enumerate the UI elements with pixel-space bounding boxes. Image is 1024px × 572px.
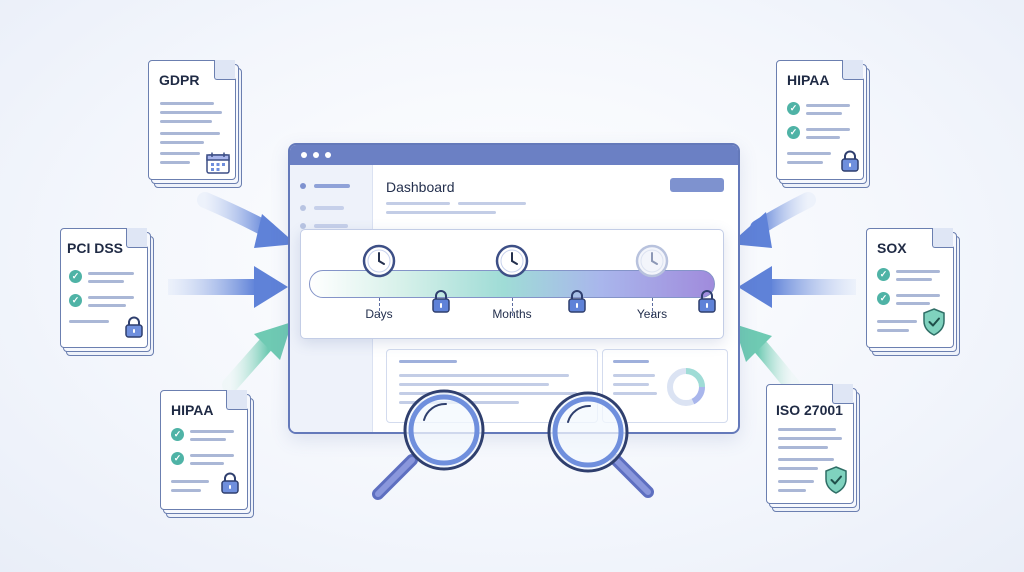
doc-hipaa-right[interactable]: HIPAA ✓ ✓ <box>776 60 870 188</box>
placeholder-line <box>386 202 450 205</box>
arrow-hipaa-left <box>222 322 292 393</box>
arrow-gdpr <box>197 192 296 248</box>
window-dot[interactable] <box>313 152 319 158</box>
header-button[interactable] <box>670 178 724 192</box>
check-icon: ✓ <box>69 270 82 283</box>
lock-icon <box>568 290 586 313</box>
window-dot[interactable] <box>301 152 307 158</box>
arrow-sox <box>738 266 856 308</box>
doc-title: HIPAA <box>171 402 214 418</box>
lock-icon <box>221 472 239 494</box>
arrow-pci <box>168 266 288 308</box>
timeline-label-months: Months <box>492 307 532 321</box>
timeline-tick <box>652 298 653 316</box>
timeline-tick <box>512 298 513 316</box>
lock-icon <box>432 290 450 313</box>
doc-sox[interactable]: SOX ✓ ✓ <box>866 228 960 356</box>
check-icon: ✓ <box>877 292 890 305</box>
shield-check-icon <box>923 308 945 336</box>
doc-gdpr[interactable]: GDPR <box>148 60 242 188</box>
doc-title: HIPAA <box>787 72 830 88</box>
doc-pci-dss[interactable]: PCI DSS ✓ ✓ <box>60 228 154 356</box>
lock-icon <box>698 290 716 313</box>
arrow-iso <box>734 324 800 393</box>
arrow-hipaa-right <box>730 192 816 248</box>
check-icon: ✓ <box>69 294 82 307</box>
placeholder-line <box>386 211 496 214</box>
lock-icon <box>841 150 859 172</box>
clock-icon <box>635 244 669 278</box>
check-icon: ✓ <box>171 452 184 465</box>
check-icon: ✓ <box>877 268 890 281</box>
clock-icon <box>495 244 529 278</box>
clock-icon <box>362 244 396 278</box>
content-card <box>386 349 598 423</box>
doc-title: ISO 27001 <box>776 402 843 418</box>
check-icon: ✓ <box>787 102 800 115</box>
doc-iso-27001[interactable]: ISO 27001 <box>766 384 860 512</box>
doc-title: GDPR <box>159 72 200 88</box>
window-dot[interactable] <box>325 152 331 158</box>
doc-title: SOX <box>877 240 907 256</box>
page-title: Dashboard <box>386 179 455 195</box>
window-titlebar <box>290 145 738 165</box>
check-icon: ✓ <box>787 126 800 139</box>
timeline-label-years: Years <box>636 307 668 321</box>
timeline-tick <box>379 298 380 316</box>
timeline-label-days: Days <box>365 307 393 321</box>
donut-chart-icon <box>667 368 706 406</box>
doc-hipaa-left[interactable]: HIPAA ✓ ✓ <box>160 390 254 518</box>
doc-title: PCI DSS <box>67 240 124 256</box>
lock-icon <box>125 316 143 338</box>
retention-timeline: Days Months Years <box>300 229 724 339</box>
stats-card <box>602 349 728 423</box>
calendar-icon <box>206 152 230 174</box>
placeholder-line <box>458 202 526 205</box>
check-icon: ✓ <box>171 428 184 441</box>
shield-check-icon <box>825 466 847 494</box>
